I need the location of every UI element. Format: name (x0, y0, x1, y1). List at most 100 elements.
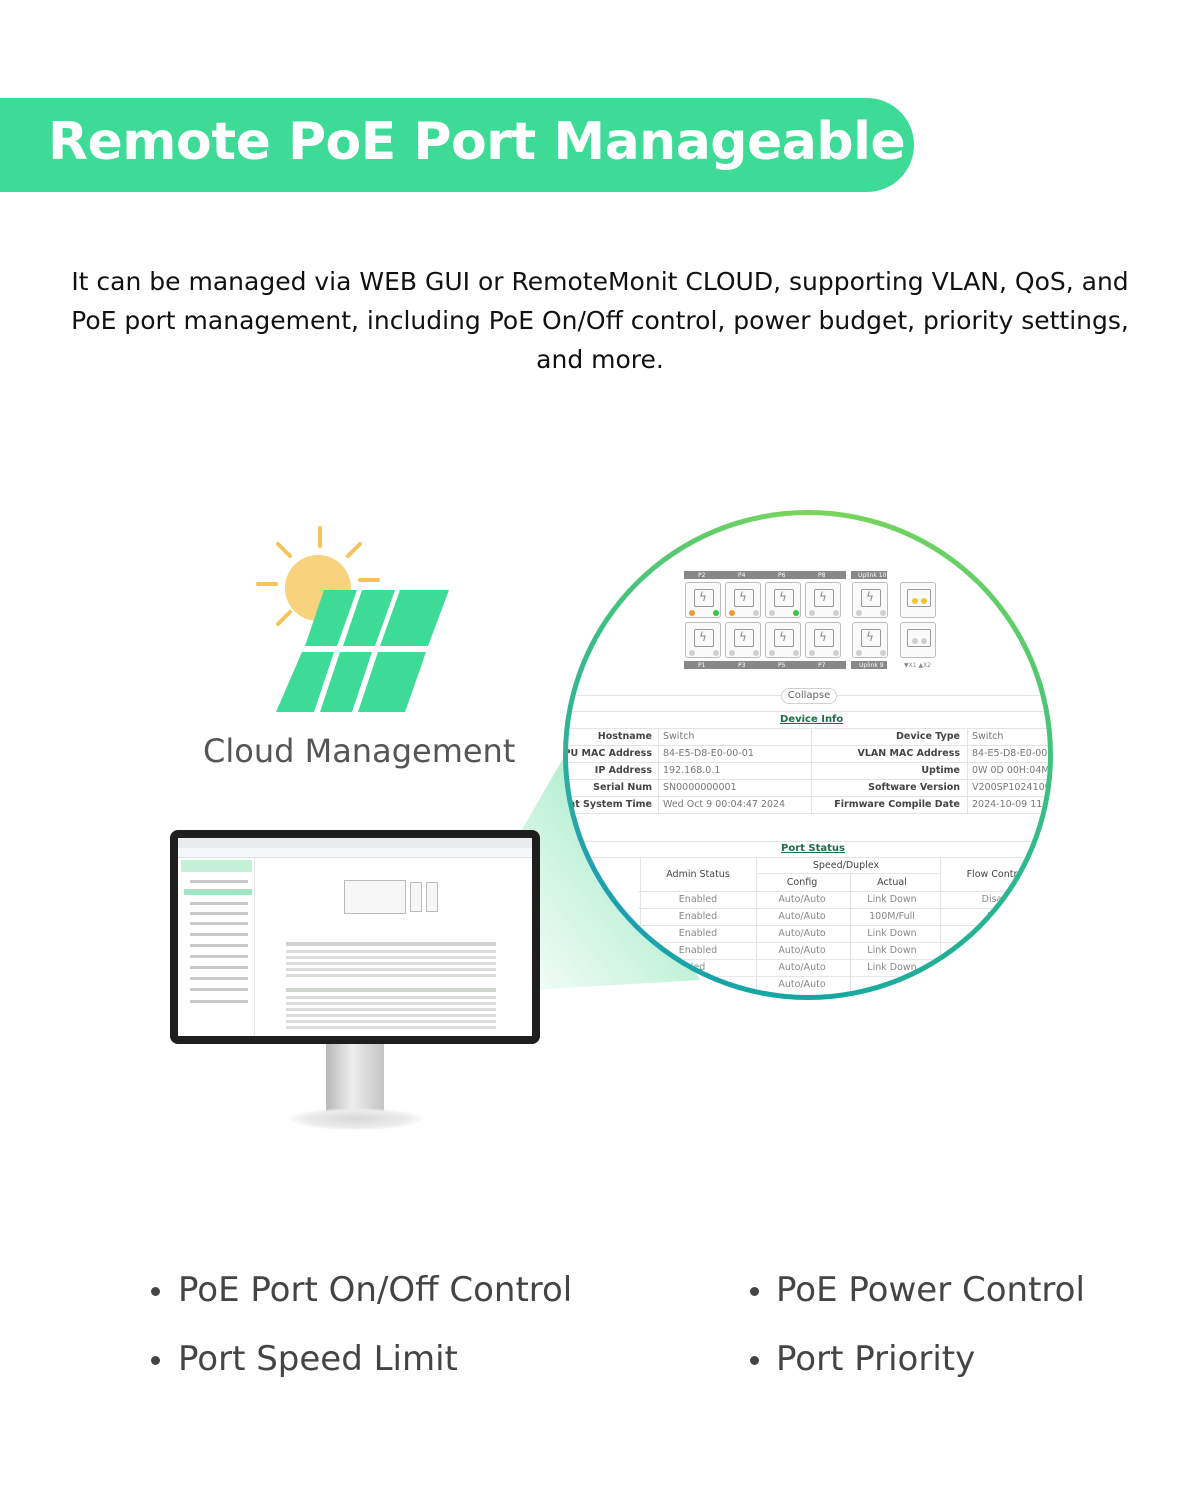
port-label-p6: P6 (778, 572, 786, 579)
col-speed-duplex: Speed/Duplex (812, 860, 880, 871)
monitor-stand-base (290, 1108, 422, 1130)
port-admin-cell: Enabled (678, 894, 718, 905)
port-admin-cell: Enabled (678, 928, 718, 939)
bullet-dot (750, 1356, 759, 1365)
sfp-port-top[interactable] (900, 582, 936, 618)
info-row: CPU MAC Address 84-E5-D8-E0-00-01 VLAN M… (568, 745, 1048, 762)
info-label: ent System Time (568, 799, 652, 810)
info-col-sep (967, 728, 968, 813)
port-admin-cell: Enabled (678, 911, 718, 922)
port-flow-cell: Di (987, 911, 997, 922)
port-label-p7: P7 (818, 662, 826, 669)
screen-table-line (286, 1008, 496, 1011)
description-text: It can be managed via WEB GUI or RemoteM… (71, 267, 1129, 374)
port-label-uplink10: Uplink 10 (858, 572, 887, 579)
screen-menu-item (190, 988, 248, 991)
port-status-header-bar (568, 841, 1048, 842)
screen-table-line (286, 962, 496, 965)
info-value: 2024-10-09 11:0 (972, 799, 1048, 810)
info-label: Serial Num (593, 782, 652, 793)
screen-menu-item-selected (184, 889, 252, 895)
info-row: Serial Num SN0000000001 Software Version… (568, 779, 1048, 796)
screen-port-panel (344, 880, 406, 914)
info-value: SN0000000001 (663, 782, 737, 793)
screen-uplink-panel (410, 882, 422, 912)
info-value: Wed Oct 9 00:04:47 2024 (663, 799, 786, 810)
screen-table-line (286, 996, 496, 999)
port-p2[interactable]: ϟ (685, 582, 721, 618)
port-p4[interactable]: ϟ (725, 582, 761, 618)
port-legend: ▼X1 ▲X2 (904, 662, 931, 669)
port-p7[interactable]: ϟ (805, 622, 841, 658)
col-config: Config (786, 877, 818, 888)
port-row-divider (638, 959, 1048, 960)
screen-menu-item (190, 880, 248, 883)
port-config-cell: Auto/Auto (778, 962, 826, 973)
collapse-button[interactable]: Collapse (781, 688, 837, 704)
port-config-cell: Auto/Auto (778, 894, 826, 905)
port-label-uplink9: Uplink 9 (859, 662, 884, 669)
info-table-bottom (568, 813, 1048, 814)
info-value: 84-E5-D8-E0-00-0 (972, 748, 1048, 759)
monitor-screen (178, 838, 532, 1036)
screen-table-line (286, 968, 496, 971)
port-admin-cell: Enabled (678, 945, 718, 956)
port-panel-top-bar (684, 571, 846, 579)
screen-logo (181, 860, 252, 872)
port-p6[interactable]: ϟ (765, 582, 801, 618)
device-info-title: Device Info (780, 714, 844, 725)
port-p3[interactable]: ϟ (725, 622, 761, 658)
screen-table-header (286, 988, 496, 992)
info-value: V200SP1024100 (972, 782, 1048, 793)
info-value: Switch (972, 731, 1004, 742)
screen-table-line (286, 1026, 496, 1029)
sfp-port-bottom[interactable] (900, 622, 936, 658)
device-info-header-bar (568, 711, 1048, 712)
header-banner: Remote PoE Port Manageable (0, 98, 914, 192)
screen-menu-item (190, 902, 248, 905)
port-config-cell: Auto/Auto (778, 979, 826, 990)
screen-table-line (286, 1002, 496, 1005)
port-p8[interactable]: ϟ (805, 582, 841, 618)
info-label: CPU MAC Address (568, 748, 652, 759)
port-config-cell: Auto/Auto (778, 911, 826, 922)
port-row-divider (638, 908, 1048, 909)
screen-menu-item (190, 977, 248, 980)
port-label-p4: P4 (738, 572, 746, 579)
port-col-sep (640, 857, 641, 995)
port-row-divider (638, 925, 1048, 926)
port-label-p3: P3 (738, 662, 746, 669)
feature-poe-on-off: PoE Port On/Off Control (178, 1270, 573, 1310)
port-label-p5: P5 (778, 662, 786, 669)
info-label: Firmware Compile Date (834, 799, 960, 810)
browser-tab-bar (178, 838, 532, 848)
screen-menu-item (190, 955, 248, 958)
zoom-circle: P2 P4 P6 P8 Uplink 10 ϟ ϟ ϟ ϟ ϟ ϟ ϟ ϟ ϟ … (568, 515, 1048, 995)
info-value: Switch (663, 731, 695, 742)
port-p1[interactable]: ϟ (685, 622, 721, 658)
browser-url-bar (178, 848, 532, 858)
screen-table-line (286, 1020, 496, 1023)
port-actual-cell: Link Down (867, 928, 917, 939)
info-label: IP Address (594, 765, 652, 776)
port-actual-cell: Link Down (867, 945, 917, 956)
cloud-management-label: Cloud Management (203, 732, 516, 770)
screen-menu-item (190, 966, 248, 969)
screen-menu-item (190, 1000, 248, 1003)
port-uplink10[interactable]: ϟ (852, 582, 888, 618)
port-uplink9[interactable]: ϟ (852, 622, 888, 658)
screen-table-line (286, 974, 496, 977)
port-p5[interactable]: ϟ (765, 622, 801, 658)
port-flow-cell: Disa (981, 894, 1003, 905)
screen-sfp-panel (426, 882, 438, 912)
port-col-sep (940, 857, 941, 995)
col-admin-status: Admin Status (666, 869, 730, 880)
screen-menu-item (190, 912, 248, 915)
bullet-dot (750, 1287, 759, 1296)
port-label-p2: P2 (698, 572, 706, 579)
port-config-cell: Auto/Auto (778, 945, 826, 956)
bullet-dot (151, 1356, 160, 1365)
screen-table-header (286, 942, 496, 946)
info-row: IP Address 192.168.0.1 Uptime 0W 0D 00H:… (568, 762, 1048, 779)
port-panel-bottom-bar (684, 661, 846, 669)
